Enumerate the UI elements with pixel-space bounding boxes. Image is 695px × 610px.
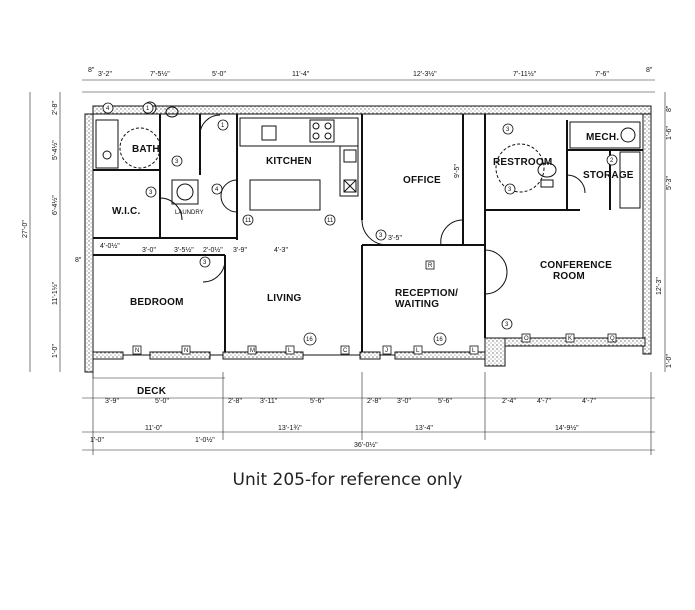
callout-markers [102, 102, 618, 355]
fixtures [95, 101, 641, 356]
dim-interior: 3'-5" [388, 235, 402, 242]
interior-walls [93, 114, 643, 352]
svg-text:M: M [250, 348, 255, 354]
dim-bottom: 5'-0" [155, 398, 169, 405]
dim-bottom: 5'-6" [438, 398, 452, 405]
dim-bottom: 4'-7" [537, 398, 551, 405]
dim-interior: 9'-5" [454, 164, 461, 178]
room-label-mech: MECH. [586, 132, 619, 143]
dim-interior: 4'-3" [274, 247, 288, 254]
room-label-storage: STORAGE [583, 170, 634, 181]
room-label-restroom: RESTROOM [493, 157, 552, 168]
svg-text:11: 11 [245, 218, 252, 224]
dim-bottom: 11'-0" [145, 425, 163, 432]
svg-text:O: O [524, 336, 529, 342]
svg-text:16: 16 [306, 337, 313, 343]
svg-text:16: 16 [436, 337, 443, 343]
dim-bottom: 13'-1¾" [278, 425, 302, 432]
svg-text:3: 3 [506, 127, 510, 133]
room-label-bedroom: BEDROOM [130, 297, 184, 308]
dim-left: 8" [75, 257, 82, 264]
svg-text:N: N [184, 348, 188, 354]
dim-bottom: 1'-0½" [195, 436, 215, 444]
svg-text:L: L [288, 348, 292, 354]
dim-top: 11'-4" [292, 71, 310, 78]
dimension-lines [29, 79, 666, 455]
dim-interior: 4'-0½" [100, 242, 120, 250]
dim-bottom: 2'-8" [228, 398, 242, 405]
room-label-conference-2: ROOM [553, 271, 585, 282]
dim-top: 7'-6" [595, 71, 609, 78]
dim-bottom-total: 36'-0½" [354, 441, 378, 449]
svg-text:L: L [472, 348, 476, 354]
svg-text:3: 3 [508, 187, 512, 193]
dim-bottom: 2'-8" [367, 398, 381, 405]
dim-right: 1'-6" [666, 126, 673, 140]
floor-plan: BATH KITCHEN OFFICE RESTROOM MECH. STORA… [22, 67, 673, 455]
dim-top: 8" [646, 67, 653, 74]
dim-top: 7'-5½" [150, 70, 170, 78]
dim-bottom: 5'-6" [310, 398, 324, 405]
dim-bottom: 14'-9½" [555, 424, 579, 432]
dim-interior: 3'-5½" [174, 246, 194, 254]
room-label-bath: BATH [132, 144, 160, 155]
room-label-reception-1: RECEPTION/ [395, 288, 458, 299]
svg-text:3: 3 [505, 322, 509, 328]
room-label-wic: W.I.C. [112, 206, 140, 217]
dim-left: 1'-0" [52, 344, 59, 358]
svg-text:4: 4 [106, 106, 110, 112]
svg-text:Q: Q [610, 336, 615, 342]
dim-bottom: 3'-9" [105, 398, 119, 405]
dim-left: 2'-8" [52, 101, 59, 115]
dim-top: 3'-2" [98, 71, 112, 78]
dim-bottom: 4'-7" [582, 398, 596, 405]
room-label-laundry: LAUNDRY [175, 210, 204, 216]
dim-bottom: 2'-4" [502, 398, 516, 405]
room-label-living: LIVING [267, 293, 302, 304]
svg-text:N: N [135, 348, 139, 354]
room-label-conference-1: CONFERENCE [540, 260, 612, 271]
svg-text:J: J [385, 348, 388, 354]
dim-bottom: 13'-4" [415, 425, 433, 432]
svg-text:1: 1 [221, 123, 225, 129]
svg-text:R: R [428, 263, 433, 269]
svg-text:4: 4 [215, 187, 219, 193]
dim-left: 6'-4½" [51, 195, 59, 215]
dim-interior: 3'-0" [142, 247, 156, 254]
dim-top: 5'-0" [212, 71, 226, 78]
svg-text:2: 2 [610, 158, 614, 164]
exterior-walls [84, 105, 652, 373]
svg-text:11: 11 [327, 218, 334, 224]
room-label-reception-2: WAITING [395, 299, 439, 310]
room-label-kitchen: KITCHEN [266, 156, 312, 167]
dim-interior: 3'-9" [233, 247, 247, 254]
dim-left: 11'-1½" [51, 281, 59, 305]
callout-marker-labels: 4 1 3 3 1 4 11 11 3 3 3 3 2 3 16 16 N N … [106, 106, 615, 354]
svg-text:K: K [568, 336, 572, 342]
svg-text:C: C [343, 348, 348, 354]
room-label-deck: DECK [137, 386, 167, 397]
svg-text:L: L [416, 348, 420, 354]
dim-right: 1'-0" [666, 354, 673, 368]
dim-right: 5'-3" [666, 176, 673, 190]
dim-left: 27'-0" [22, 220, 29, 238]
room-label-office: OFFICE [403, 175, 441, 186]
dim-bottom: 3'-0" [397, 398, 411, 405]
svg-text:3: 3 [203, 260, 207, 266]
svg-text:1: 1 [146, 106, 150, 112]
svg-text:3: 3 [379, 233, 383, 239]
dim-top: 12'-3½" [413, 70, 437, 78]
svg-text:3: 3 [149, 190, 153, 196]
dim-right: 8" [666, 105, 673, 112]
dim-interior: 2'-0½" [203, 246, 223, 254]
dim-bottom: 3'-11" [260, 398, 278, 405]
caption: Unit 205-for reference only [232, 470, 463, 490]
svg-text:3: 3 [175, 159, 179, 165]
dim-top: 8" [88, 67, 95, 74]
dim-right: 12'-3" [656, 277, 663, 295]
dim-top: 7'-11½" [513, 70, 537, 78]
dim-bottom: 1'-0" [90, 437, 104, 444]
dim-left: 5'-4½" [51, 140, 59, 160]
